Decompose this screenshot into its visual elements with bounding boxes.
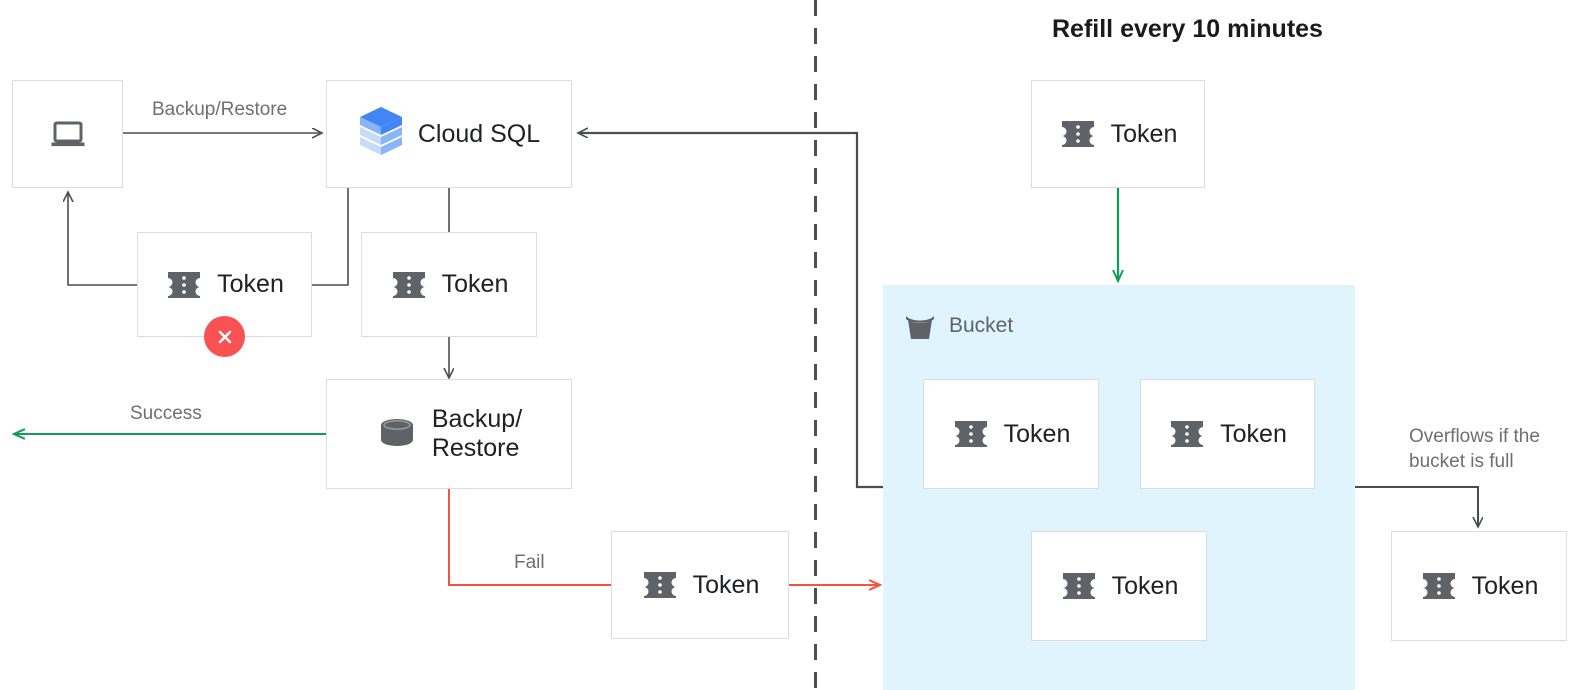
x-mark-icon	[215, 327, 235, 347]
edge-label-success: Success	[130, 403, 202, 424]
bucket-label: Bucket	[949, 314, 1014, 337]
token-icon	[952, 418, 990, 450]
token-icon	[1060, 570, 1098, 602]
token-icon	[165, 269, 203, 301]
token-icon	[641, 569, 679, 601]
node-bucket-token-1[interactable]: Token	[923, 379, 1099, 489]
node-backup-restore-label: Backup/ Restore	[431, 405, 523, 462]
edge-cloudsql-to-token-failed	[312, 188, 349, 286]
node-token-consumed-label: Token	[441, 270, 509, 298]
node-token-fail-return-label: Token	[692, 570, 760, 599]
diagram-title: Refill every 10 minutes	[1052, 15, 1323, 43]
token-icon	[1168, 418, 1206, 450]
edge-bucket-to-cloudsql	[578, 133, 883, 489]
laptop-icon	[50, 119, 86, 149]
node-bucket-token-1-label: Token	[1003, 419, 1071, 448]
edge-token-failed-to-client	[68, 192, 137, 286]
fail-badge	[204, 316, 245, 357]
node-token-refill[interactable]: Token	[1031, 80, 1205, 188]
edge-label-fail: Fail	[514, 552, 545, 573]
node-cloud-sql-label: Cloud SQL	[417, 119, 541, 148]
node-client[interactable]	[12, 80, 123, 188]
node-bucket-token-2-label: Token	[1220, 419, 1287, 448]
node-bucket-token-2[interactable]: Token	[1140, 379, 1315, 489]
bucket-header: Bucket	[902, 310, 1013, 342]
node-token-fail-return[interactable]: Token	[611, 531, 789, 639]
node-token-overflow[interactable]: Token	[1391, 531, 1567, 641]
cloud-sql-icon	[358, 105, 404, 163]
node-token-overflow-label: Token	[1471, 571, 1539, 600]
node-bucket-token-3[interactable]: Token	[1031, 531, 1207, 641]
node-bucket-token-3-label: Token	[1111, 571, 1179, 600]
node-cloud-sql[interactable]: Cloud SQL	[326, 80, 572, 188]
bucket-icon	[902, 310, 938, 342]
node-token-failed-label: Token	[217, 270, 284, 298]
token-icon	[1420, 570, 1458, 602]
edge-bucket-overflow	[1355, 486, 1478, 527]
edge-label-overflow-line1: Overflows if the	[1409, 426, 1540, 447]
node-token-consumed[interactable]: Token	[361, 232, 537, 337]
edge-backup-fail	[448, 488, 611, 586]
database-icon	[376, 416, 418, 452]
node-backup-restore[interactable]: Backup/ Restore	[326, 379, 572, 489]
token-icon	[390, 269, 428, 301]
node-token-refill-label: Token	[1110, 119, 1178, 148]
edge-label-overflow-line2: bucket is full	[1409, 451, 1514, 472]
edge-label-backup-restore: Backup/Restore	[152, 99, 288, 120]
token-icon	[1059, 118, 1097, 150]
